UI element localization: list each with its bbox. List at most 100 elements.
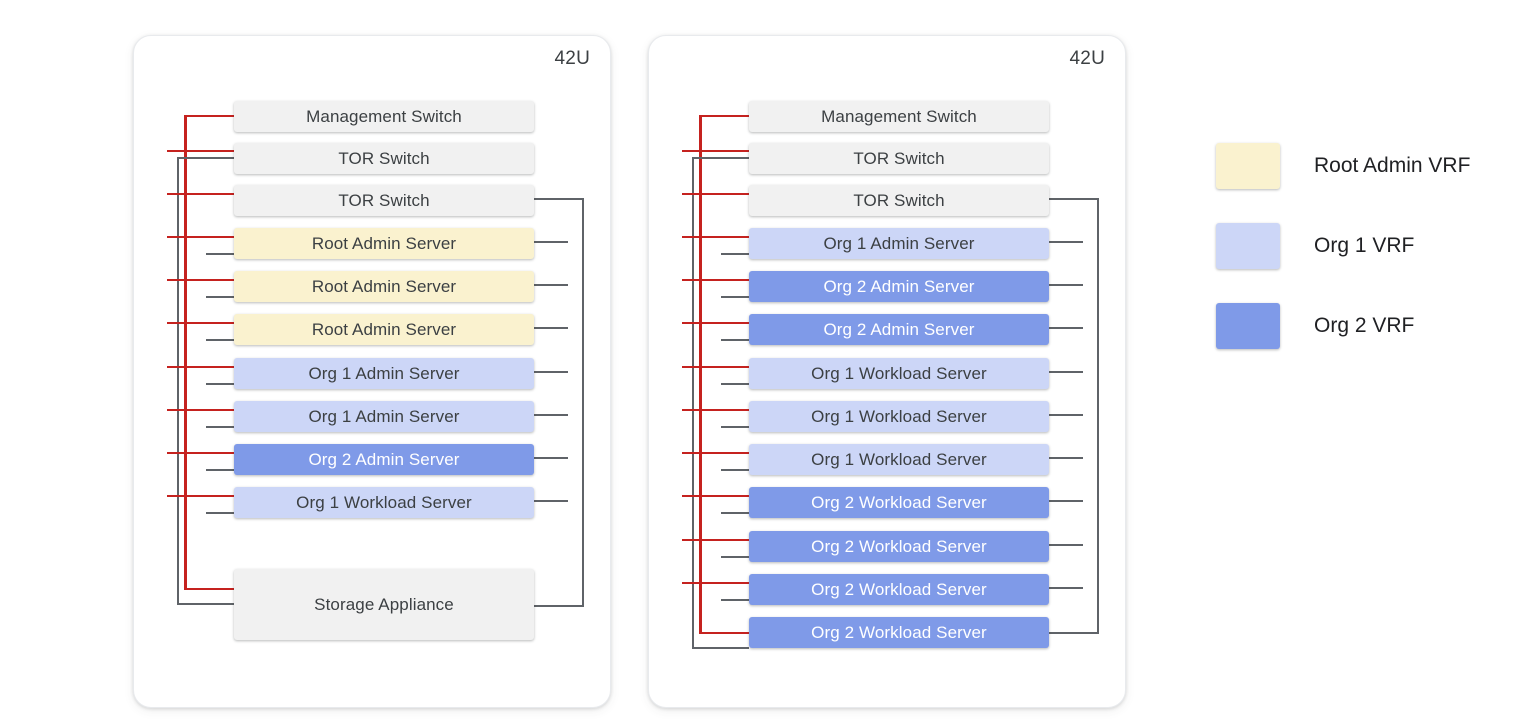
rack-2-device[interactable]: Management Switch [749, 101, 1049, 132]
rack-2-power-branch [682, 409, 749, 411]
rack-2-network-stub [721, 253, 749, 255]
rack-1-device-label: Org 2 Admin Server [308, 449, 460, 469]
rack-1-device[interactable]: Org 1 Workload Server [234, 487, 534, 518]
rack-2-device[interactable]: Org 1 Workload Server [749, 401, 1049, 432]
rack-2-device-label: TOR Switch [853, 190, 945, 210]
rack-2-network-stub [721, 512, 749, 514]
rack-1-device-label: TOR Switch [338, 190, 430, 210]
rack-1-device[interactable]: Root Admin Server [234, 228, 534, 259]
rack-2-device-label: Org 2 Workload Server [811, 536, 987, 556]
rack-1-device-label: Root Admin Server [311, 319, 457, 339]
rack-2-device-label: Org 2 Admin Server [823, 276, 975, 296]
rack-1-uplink-stub [534, 500, 568, 502]
rack-1-network-stub [206, 469, 234, 471]
rack-2-device-label: Org 1 Admin Server [823, 233, 975, 253]
rack-1-uplink-stub [534, 284, 568, 286]
rack-1-capacity-label: 42U [554, 48, 590, 69]
rack-2-device-label: Org 1 Workload Server [811, 449, 987, 469]
rack-1-network-stub [206, 512, 234, 514]
rack-2-uplink-stub [1049, 457, 1083, 459]
rack-1-device[interactable]: TOR Switch [234, 185, 534, 216]
rack-2-power-branch [682, 279, 749, 281]
rack-2-power-branch [682, 452, 749, 454]
rack-2-network-stub [721, 469, 749, 471]
rack-2-power-branch [682, 236, 749, 238]
rack-2-uplink-stub [1049, 587, 1083, 589]
legend-item-root-admin-vrf[interactable]: Root Admin VRF [1216, 143, 1516, 189]
rack-1-uplink-stub [534, 241, 568, 243]
rack-2-uplink-bottom [1049, 632, 1099, 634]
rack-2-device[interactable]: TOR Switch [749, 143, 1049, 174]
rack-2-device[interactable]: Org 1 Admin Server [749, 228, 1049, 259]
rack-1-power-branch [184, 588, 234, 590]
rack-2-device[interactable]: TOR Switch [749, 185, 1049, 216]
rack-1-power-branch [167, 322, 234, 324]
rack-1-network-trunk [177, 157, 179, 603]
rack-2-uplink-tor [1049, 198, 1099, 200]
rack-2-network-stub [721, 339, 749, 341]
rack-1-uplink-stub [534, 414, 568, 416]
rack-1-device[interactable]: Management Switch [234, 101, 534, 132]
rack-2-device[interactable]: Org 1 Workload Server [749, 444, 1049, 475]
rack-1-network-stub [206, 426, 234, 428]
rack-2-power-branch [682, 495, 749, 497]
rack-2-network-stub [721, 599, 749, 601]
legend-item-org1-vrf[interactable]: Org 1 VRF [1216, 223, 1516, 269]
legend-label-org1-vrf: Org 1 VRF [1314, 234, 1415, 257]
rack-1-network-stub [177, 603, 234, 605]
rack-1-network-stub [206, 383, 234, 385]
rack-2-capacity-label: 42U [1069, 48, 1105, 69]
rack-2-device[interactable]: Org 2 Admin Server [749, 271, 1049, 302]
rack-2-uplink-stub [1049, 500, 1083, 502]
rack-2-network-stub [721, 296, 749, 298]
rack-1-device[interactable]: Root Admin Server [234, 314, 534, 345]
rack-1-network-stub [206, 296, 234, 298]
rack-2-device-label: Org 1 Workload Server [811, 406, 987, 426]
rack-1-power-branch [167, 409, 234, 411]
legend-item-org2-vrf[interactable]: Org 2 VRF [1216, 303, 1516, 349]
rack-1-device[interactable]: Storage Appliance [234, 569, 534, 640]
rack-1-power-trunk [184, 115, 187, 588]
rack-1-device[interactable]: Org 1 Admin Server [234, 358, 534, 389]
rack-2-device-label: Org 1 Workload Server [811, 363, 987, 383]
rack-2-network-stub [721, 556, 749, 558]
rack-2-uplink-stub [1049, 544, 1083, 546]
rack-1-device[interactable]: Org 1 Admin Server [234, 401, 534, 432]
rack-2-device-label: Management Switch [821, 106, 977, 126]
rack-1-uplink-stub [534, 371, 568, 373]
rack-2-power-trunk [699, 115, 702, 632]
rack-1-device[interactable]: TOR Switch [234, 143, 534, 174]
rack-1-uplink-storage [534, 605, 584, 607]
rack-2-device-label: Org 2 Workload Server [811, 579, 987, 599]
rack-1-device-label: Management Switch [306, 106, 462, 126]
rack-1-device-label: Org 1 Admin Server [308, 406, 460, 426]
rack-1-device-label: Org 1 Workload Server [296, 492, 472, 512]
rack-2-power-branch [682, 366, 749, 368]
rack-2-power-branch [682, 150, 749, 152]
rack-1-power-branch [167, 193, 234, 195]
rack-2-device[interactable]: Org 2 Workload Server [749, 531, 1049, 562]
rack-1-device-label: Storage Appliance [314, 594, 454, 614]
legend-swatch-org1-vrf [1216, 223, 1280, 269]
rack-2-uplink-stub [1049, 414, 1083, 416]
rack-2-power-branch [682, 582, 749, 584]
rack-2-uplink-stub [1049, 327, 1083, 329]
rack-1-device[interactable]: Org 2 Admin Server [234, 444, 534, 475]
rack-1-uplink-tor [534, 198, 584, 200]
rack-2-device[interactable]: Org 2 Workload Server [749, 574, 1049, 605]
rack-2-device-label: TOR Switch [853, 148, 945, 168]
legend-swatch-root-admin-vrf [1216, 143, 1280, 189]
legend-label-org2-vrf: Org 2 VRF [1314, 314, 1415, 337]
rack-2-uplink-stub [1049, 284, 1083, 286]
rack-1-power-branch [167, 279, 234, 281]
rack-2-uplink-stub [1049, 241, 1083, 243]
rack-1-device[interactable]: Root Admin Server [234, 271, 534, 302]
rack-2-device[interactable]: Org 2 Workload Server [749, 617, 1049, 648]
rack-2-network-stub [721, 426, 749, 428]
rack-2-device[interactable]: Org 2 Workload Server [749, 487, 1049, 518]
rack-2-power-branch [699, 632, 749, 634]
rack-1-power-branch [167, 452, 234, 454]
rack-2-device[interactable]: Org 2 Admin Server [749, 314, 1049, 345]
rack-1-device-label: Root Admin Server [311, 233, 457, 253]
rack-2-device[interactable]: Org 1 Workload Server [749, 358, 1049, 389]
